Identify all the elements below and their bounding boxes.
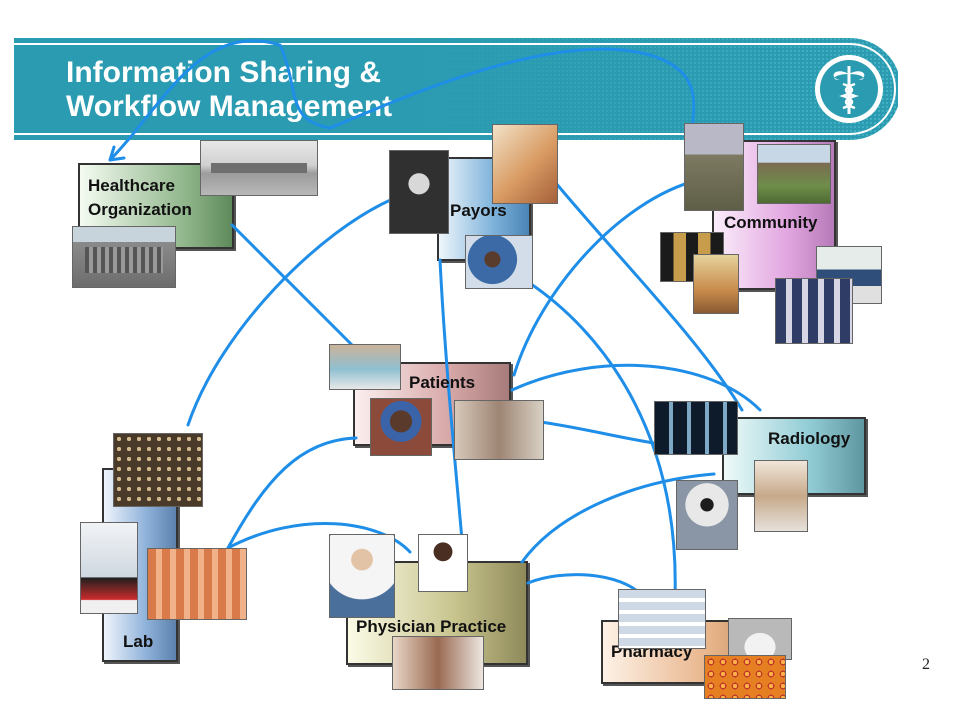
school-children-photo	[775, 278, 853, 344]
patients-label: Patients	[409, 373, 476, 392]
stained-glass-photo	[693, 254, 739, 314]
connector-healthcare-patients	[230, 223, 354, 347]
woman-portrait-photo	[389, 150, 449, 234]
hospital-bed-photo	[329, 344, 401, 390]
physician-practice-label: Physician Practice	[356, 617, 507, 636]
title-line-2: Workflow Management	[66, 90, 393, 123]
nurse-patient-photo	[392, 636, 484, 690]
title-line-1: Information Sharing &	[66, 56, 381, 89]
page-number: 2	[922, 656, 930, 673]
caduceus-icon	[815, 55, 883, 123]
town-photo	[200, 140, 318, 196]
connector-payors-radiology	[553, 180, 744, 412]
pills-photo	[704, 655, 786, 699]
elderly-couple-photo	[454, 400, 544, 460]
test-tubes-photo	[147, 548, 247, 620]
doctor-man-photo	[418, 534, 468, 592]
cottage-photo	[757, 144, 831, 204]
connector-community-patients	[512, 178, 700, 377]
connector-lab-physician	[226, 522, 412, 554]
connector-physician-radiology	[520, 472, 716, 564]
lab-label: Lab	[123, 632, 154, 651]
ice-pack-child-photo	[370, 398, 432, 456]
connector-patients-radiology	[510, 363, 762, 412]
doctor-woman-photo	[329, 534, 395, 618]
microplate-photo	[113, 433, 203, 507]
paperwork-photo	[492, 124, 558, 204]
xray-doctor-photo	[754, 460, 808, 532]
radiology-label: Radiology	[768, 429, 851, 448]
pharmacist-photo	[618, 589, 706, 649]
connector-lab-patients	[226, 436, 358, 550]
healthcare-organization-label: Healthcare Organization	[88, 176, 192, 219]
microscope-photo	[80, 522, 138, 614]
payors-label: Payors	[450, 201, 507, 220]
mortar-pestle-photo	[728, 618, 792, 660]
hospital-building-photo	[72, 226, 176, 288]
connector-payors-physician	[438, 258, 464, 542]
phone-operator-photo	[465, 235, 533, 289]
brain-scan-photo	[654, 401, 738, 455]
arrowhead-healthcare	[108, 145, 126, 162]
mri-scanner-photo	[676, 480, 738, 550]
countryside-photo	[684, 123, 744, 211]
slide-title: Information Sharing & Workflow Managemen…	[66, 56, 392, 124]
title-banner	[14, 38, 898, 140]
connector-payors-pharmacy	[526, 280, 677, 600]
connector-payors-lab	[186, 196, 397, 427]
community-label: Community	[724, 213, 818, 232]
connector-healthcare-community	[108, 39, 696, 162]
